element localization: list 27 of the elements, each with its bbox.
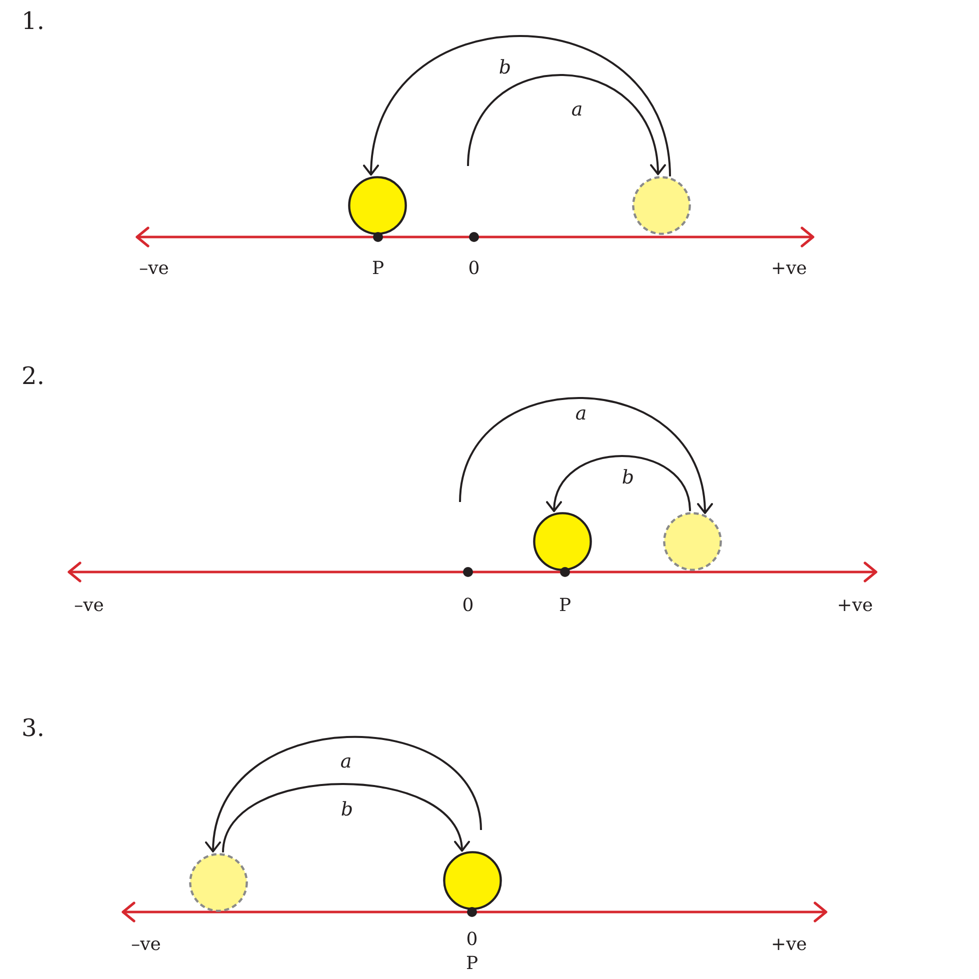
- curved-arrow: [459, 397, 712, 514]
- point-label: P: [558, 597, 572, 615]
- axis-label: +ve: [771, 260, 807, 278]
- filled-circle: [442, 850, 502, 910]
- curved-arrow: [467, 74, 665, 176]
- point-label: 0: [468, 260, 480, 278]
- curved-arrow: [222, 783, 468, 853]
- filled-circle: [532, 512, 592, 570]
- axis-label: –ve: [131, 936, 161, 954]
- point-label: P: [372, 260, 384, 278]
- dashed-circle: [662, 512, 722, 570]
- panel-number: 3.: [22, 716, 44, 740]
- dashed-circle: [188, 852, 248, 912]
- dashed-circle: [632, 176, 690, 234]
- point-label: P: [466, 955, 478, 973]
- curved-arrow: [206, 736, 482, 852]
- point-label: 0: [462, 597, 474, 615]
- panel-number: 2.: [22, 364, 44, 388]
- axis-label: –ve: [74, 597, 104, 615]
- curved-arrow: [364, 35, 671, 177]
- axis-label: +ve: [771, 936, 807, 954]
- axis-label: +ve: [837, 597, 873, 615]
- axis-label: –ve: [139, 260, 169, 278]
- panel-number: 1.: [22, 9, 44, 33]
- filled-circle: [348, 176, 406, 234]
- curved-arrow: [548, 455, 691, 512]
- point-label: 0: [466, 931, 478, 949]
